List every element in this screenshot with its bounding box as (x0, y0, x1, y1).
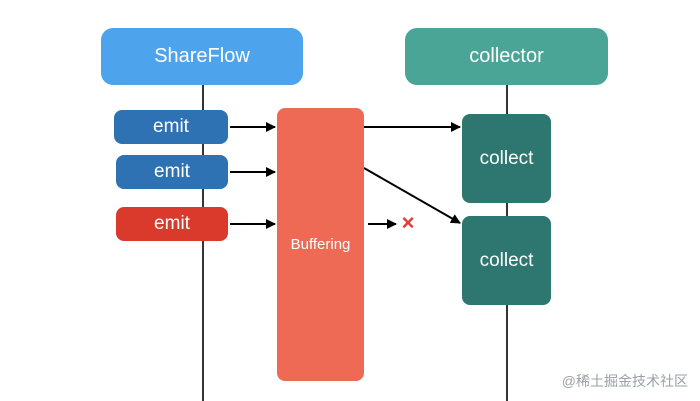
arrow-buffer-to-collect-2 (363, 167, 461, 224)
collect-box-1: collect (462, 114, 551, 203)
emit-box-3: emit (116, 207, 228, 241)
collect-label: collect (479, 147, 534, 169)
emit-label: emit (153, 116, 189, 137)
watermark-text: @稀土掘金技术社区 (561, 373, 688, 389)
drop-x-icon: × (399, 211, 417, 235)
shareflow-header: ShareFlow (101, 28, 303, 85)
drop-x-symbol: × (401, 210, 415, 235)
emit-box-1: emit (114, 110, 228, 144)
emit-label: emit (154, 213, 190, 234)
collect-box-2: collect (462, 216, 551, 305)
collector-label: collector (469, 45, 544, 67)
emit-box-2: emit (116, 155, 228, 189)
collect-label: collect (479, 249, 534, 271)
emit-label: emit (154, 161, 190, 182)
shareflow-label: ShareFlow (154, 45, 250, 67)
buffering-label: Buffering (290, 236, 351, 253)
watermark: @稀土掘金技术社区 (562, 371, 688, 391)
buffering-box: Buffering (277, 108, 364, 381)
collector-header: collector (405, 28, 608, 85)
